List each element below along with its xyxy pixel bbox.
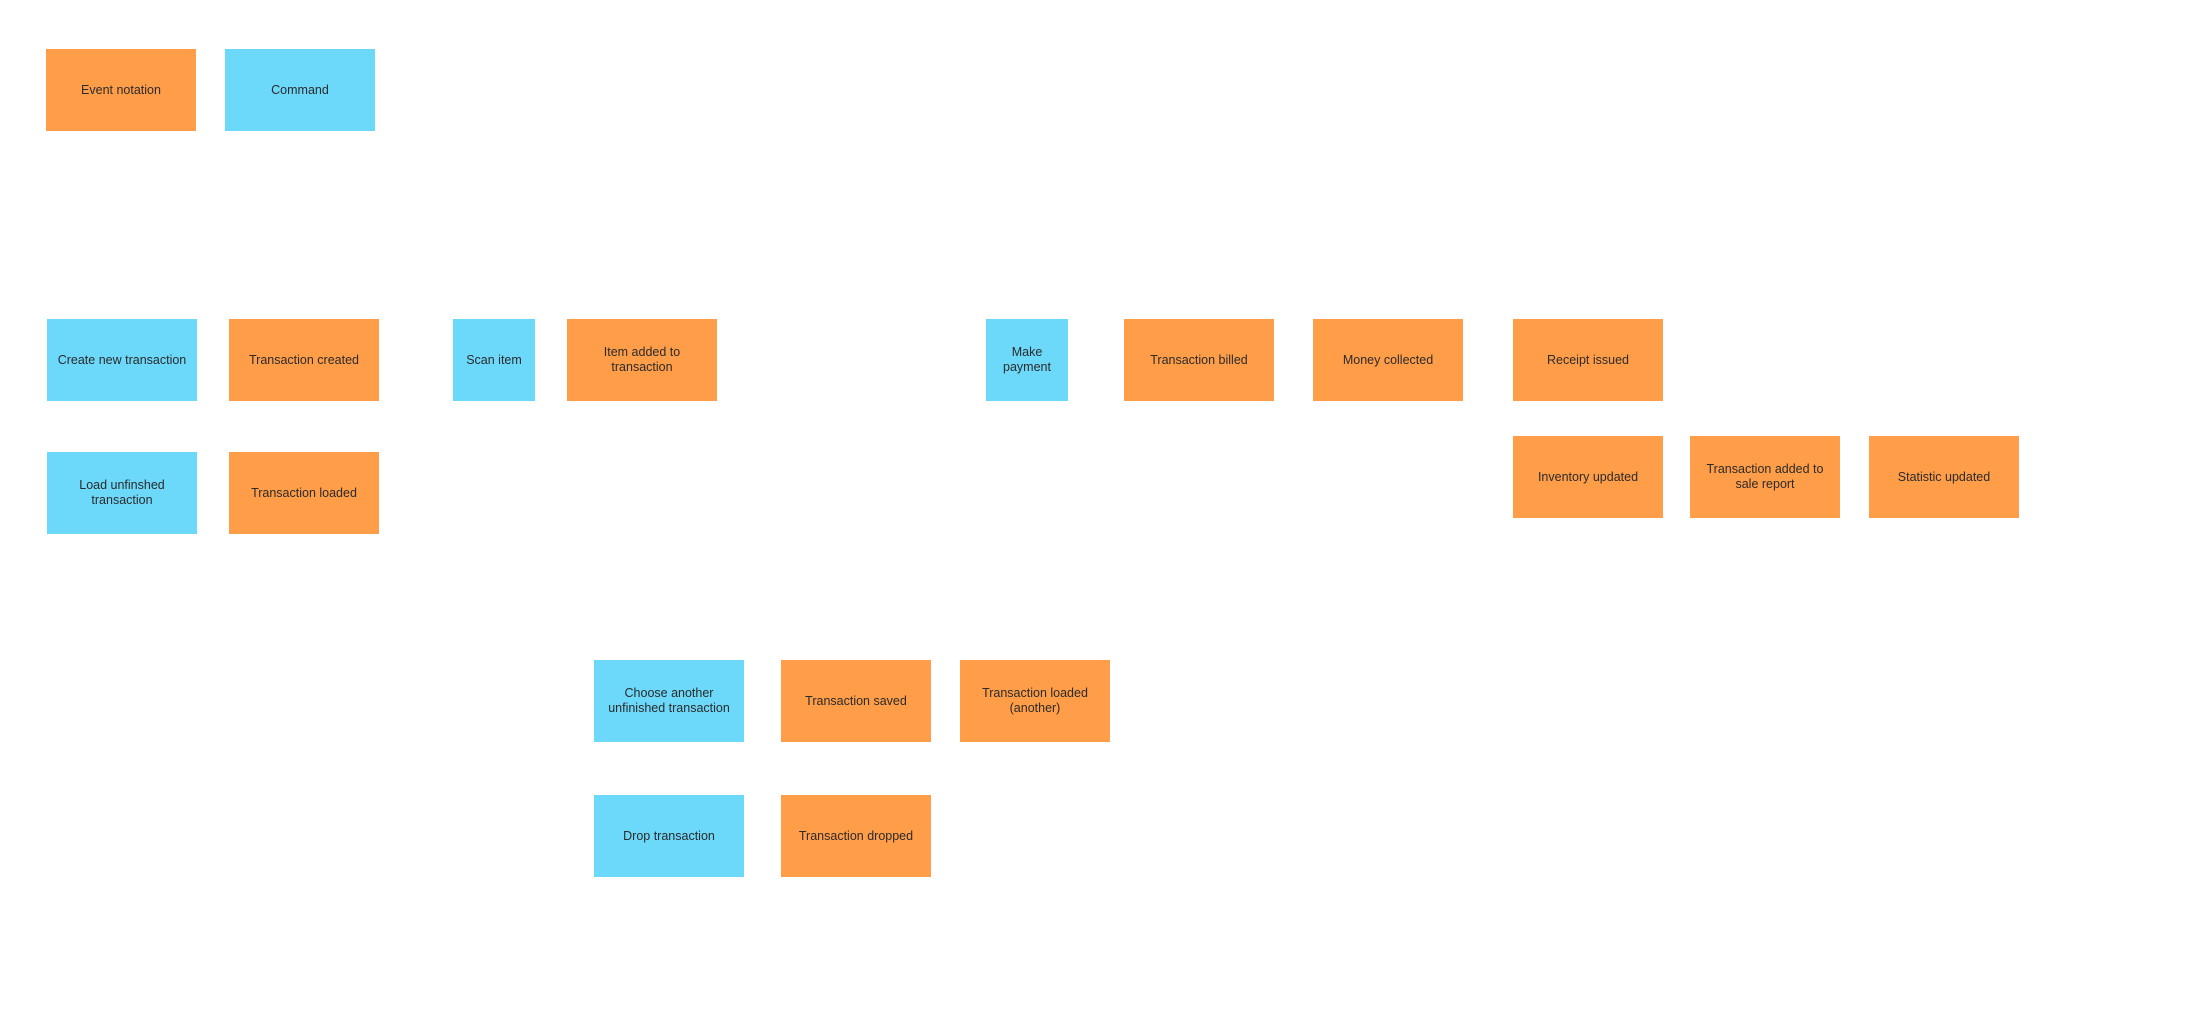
event-transaction-added-to-sale-report[interactable]: Transaction added to sale report — [1690, 436, 1840, 518]
event-receipt-issued[interactable]: Receipt issued — [1513, 319, 1663, 401]
event-transaction-billed[interactable]: Transaction billed — [1124, 319, 1274, 401]
sticky-text: Transaction saved — [805, 693, 907, 708]
sticky-text: Receipt issued — [1547, 352, 1629, 367]
sticky-text: Command — [271, 82, 329, 97]
sticky-text: Transaction dropped — [798, 828, 914, 843]
command-load-unfinished-transaction[interactable]: Load unfinshed transaction — [47, 452, 197, 534]
command-create-new-transaction[interactable]: Create new transaction — [47, 319, 197, 401]
event-inventory-updated[interactable]: Inventory updated — [1513, 436, 1663, 518]
legend-event-sticky[interactable]: Event notation — [46, 49, 196, 131]
sticky-text: Item added to transaction — [603, 345, 681, 374]
legend-command-sticky[interactable]: Command — [225, 49, 375, 131]
command-scan-item[interactable]: Scan item — [453, 319, 535, 401]
event-statistic-updated[interactable]: Statistic updated — [1869, 436, 2019, 518]
sticky-text: Choose another unfinished transaction — [608, 686, 730, 715]
sticky-text: Drop transaction — [623, 828, 715, 843]
sticky-text: Transaction billed — [1150, 352, 1248, 367]
sticky-text: Event notation — [81, 82, 161, 97]
event-money-collected[interactable]: Money collected — [1313, 319, 1463, 401]
sticky-text: Transaction loaded — [251, 485, 357, 500]
sticky-text: Load unfinshed transaction — [79, 478, 165, 507]
sticky-text: Statistic updated — [1897, 469, 1991, 484]
event-item-added-to-transaction[interactable]: Item added to transaction — [567, 319, 717, 401]
command-make-payment[interactable]: Make payment — [986, 319, 1068, 401]
sticky-text: Make payment — [1003, 345, 1051, 374]
sticky-text: Create new transaction — [57, 352, 187, 367]
command-choose-another-unfinished-transaction[interactable]: Choose another unfinished transaction — [594, 660, 744, 742]
sticky-text: Transaction added to sale report — [1706, 462, 1824, 491]
sticky-text: Inventory updated — [1537, 469, 1639, 484]
event-transaction-dropped[interactable]: Transaction dropped — [781, 795, 931, 877]
sticky-text: Transaction loaded (another) — [982, 686, 1088, 715]
event-transaction-loaded[interactable]: Transaction loaded — [229, 452, 379, 534]
event-transaction-created[interactable]: Transaction created — [229, 319, 379, 401]
command-drop-transaction[interactable]: Drop transaction — [594, 795, 744, 877]
event-transaction-loaded-another[interactable]: Transaction loaded (another) — [960, 660, 1110, 742]
sticky-text: Transaction created — [248, 352, 359, 367]
sticky-text: Scan item — [466, 352, 522, 367]
event-transaction-saved[interactable]: Transaction saved — [781, 660, 931, 742]
sticky-text: Money collected — [1342, 352, 1434, 367]
